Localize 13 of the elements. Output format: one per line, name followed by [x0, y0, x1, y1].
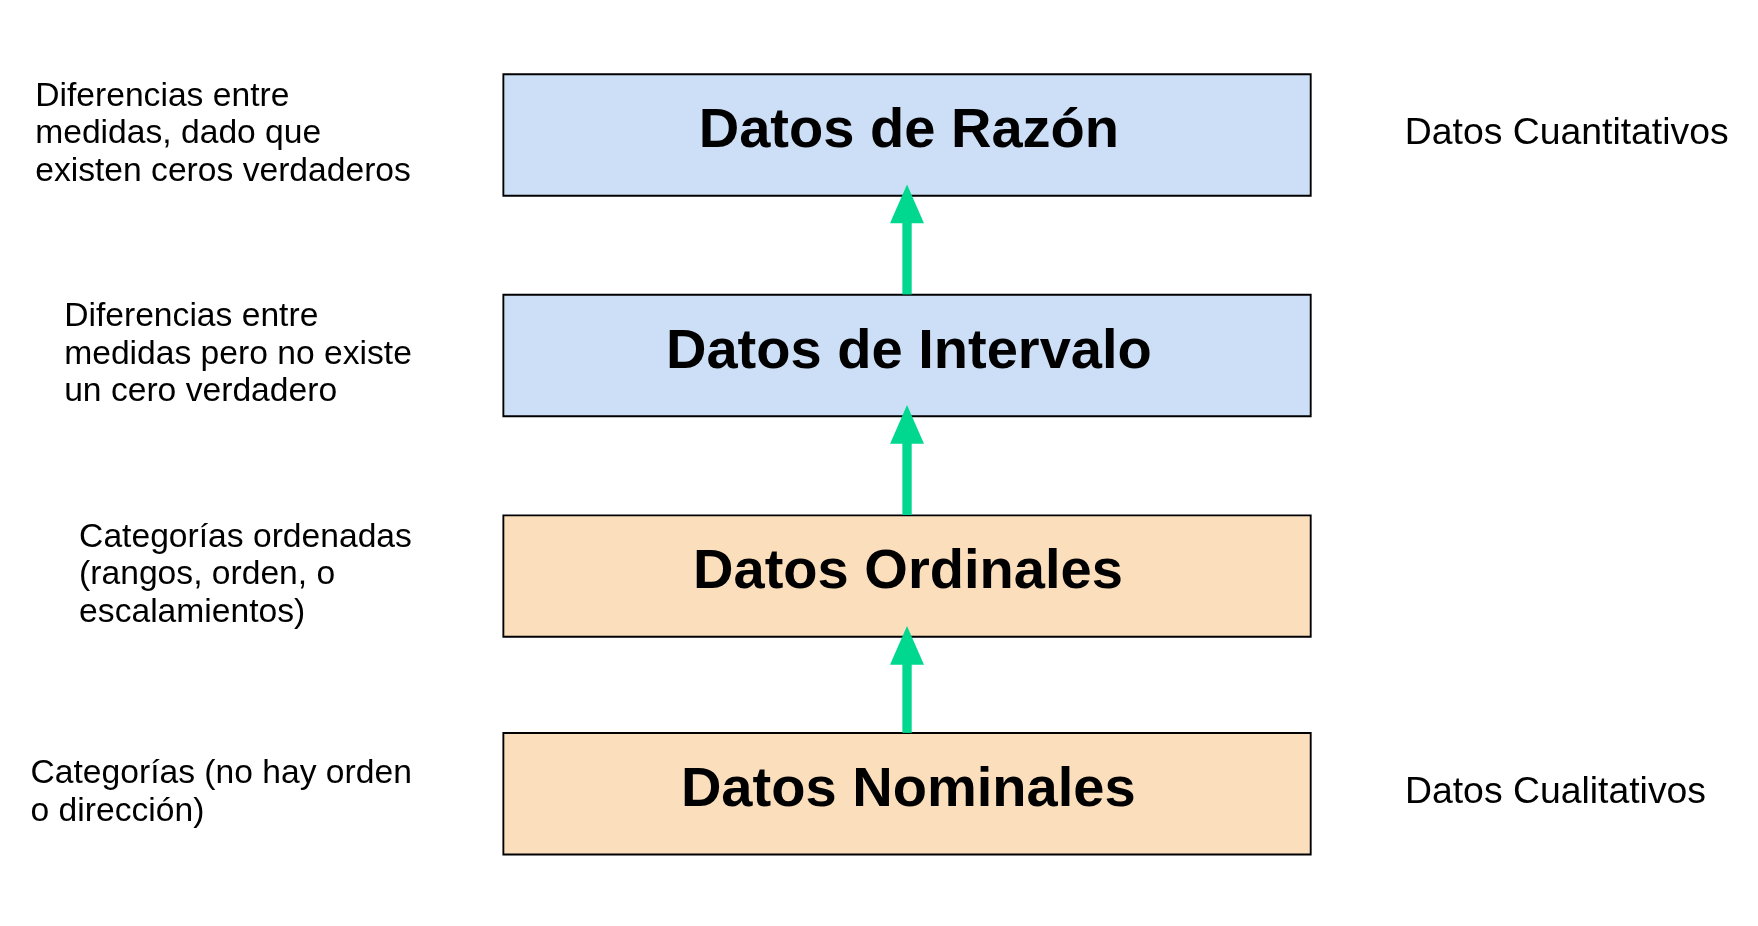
node-box: Datos Ordinales: [502, 514, 1312, 638]
arrow: [890, 184, 924, 295]
node-box: Datos de Intervalo: [502, 293, 1312, 418]
label: Datos Cualitativos: [1404, 769, 1707, 812]
node-label: Diferencias entre medidas pero no existe un cero verdadero: [64, 296, 412, 409]
node-label: Categorías ordenadas (rangos, orden, o escalamientos): [79, 516, 412, 629]
node-label: Diferencias entre medidas, dado que existen ceros verdaderos: [35, 75, 411, 188]
arrow: [890, 404, 924, 515]
label: Datos Cuantitativos: [1404, 110, 1729, 153]
node-box: Datos de Razón: [502, 73, 1312, 197]
arrow: [890, 625, 924, 733]
node-box: Datos Nominales: [502, 732, 1312, 856]
node-label: Categorías (no hay orden o dirección): [30, 753, 412, 828]
